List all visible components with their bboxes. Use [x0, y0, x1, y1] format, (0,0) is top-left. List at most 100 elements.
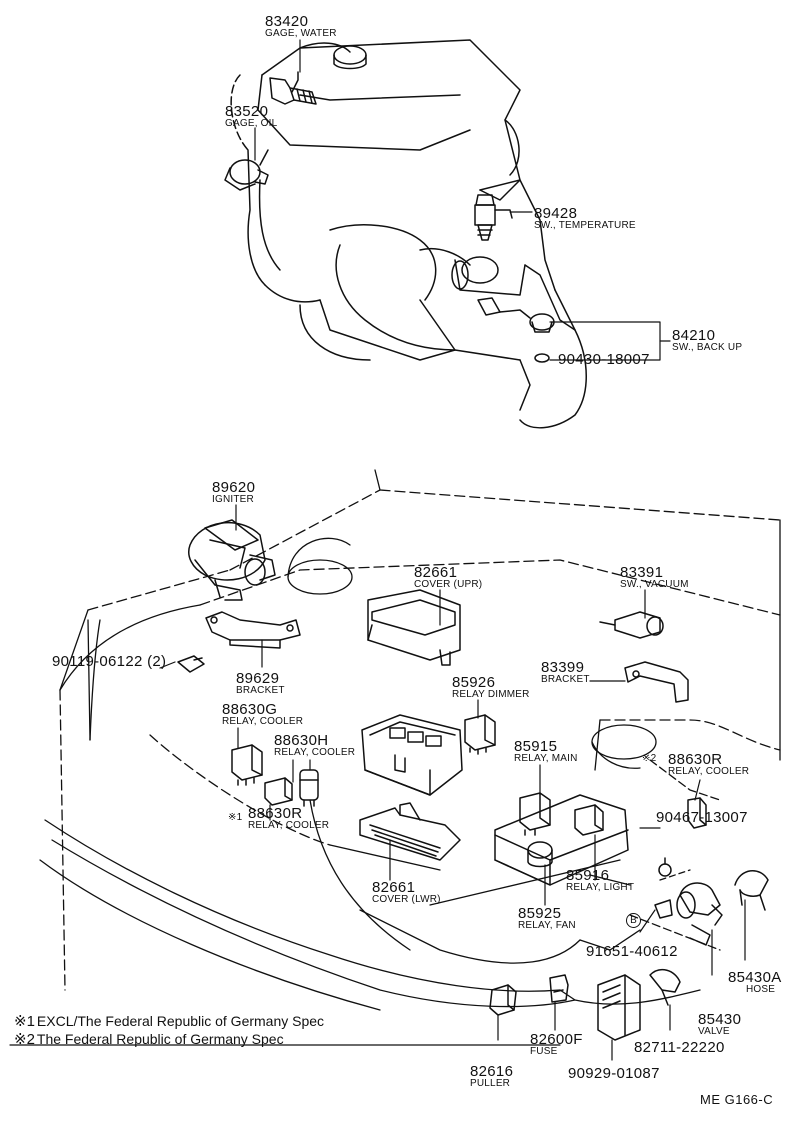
part-number: 90467-13007 — [656, 809, 748, 826]
fuse-box-drawing — [597, 974, 641, 1041]
part-number: 88630R — [248, 805, 303, 822]
part-number: 85926 — [452, 674, 496, 691]
relay-block-drawing — [494, 794, 629, 886]
cover-lower-drawing — [359, 802, 461, 861]
part-description: GAGE, OIL — [225, 118, 278, 129]
part-82711: 82711-22220 — [634, 1040, 725, 1055]
part-description: RELAY, COOLER — [248, 820, 330, 831]
part-number: 88630G — [222, 701, 278, 718]
diagram-code: ME G166-C — [700, 1092, 774, 1107]
vacuum-switch-drawing — [599, 611, 664, 639]
part-number: 83391 — [620, 564, 664, 581]
part-number: 88630H — [274, 732, 329, 749]
part-description: FUSE — [530, 1046, 558, 1057]
part-82661-lower: 82661 COVER (LWR) — [372, 880, 441, 905]
part-90119: 90119-06122 (2) — [52, 654, 166, 669]
part-number: 82616 — [470, 1063, 514, 1080]
part-89620: 89620 IGNITER — [212, 480, 255, 505]
note-2-mark: ※2 — [14, 1031, 35, 1048]
part-88630r-lower: 88630R RELAY, COOLER — [248, 806, 329, 831]
part-number: 89428 — [534, 205, 578, 222]
part-number: 90430-18007 — [558, 351, 650, 368]
star1-mark-relay: ※1 — [228, 808, 242, 824]
part-description: COVER (LWR) — [372, 894, 441, 905]
part-description: RELAY, FAN — [518, 920, 576, 931]
part-number: 83399 — [541, 659, 585, 676]
part-83420: 83420 GAGE, WATER — [265, 14, 337, 39]
part-number: 82661 — [414, 564, 458, 581]
part-82616: 82616 PULLER — [470, 1064, 513, 1089]
clamp-90467-drawing — [658, 857, 672, 877]
star1-mark: ※1 — [228, 812, 243, 823]
igniter-drawing — [188, 519, 276, 601]
water-gage-sender — [269, 71, 317, 105]
part-number: 82661 — [372, 879, 416, 896]
puller-drawing — [489, 984, 517, 1016]
part-number: 84210 — [672, 327, 716, 344]
valve-hose-drawing — [676, 870, 769, 946]
part-description: IGNITER — [212, 494, 254, 505]
part-88630h: 88630H RELAY, COOLER — [274, 733, 355, 758]
part-83391: 83391 SW., VACUUM — [620, 565, 689, 590]
part-description: VALVE — [698, 1026, 730, 1037]
part-83520: 83520 GAGE, OIL — [225, 104, 277, 129]
relay-box-drawing — [361, 714, 463, 796]
part-number: 85430A — [728, 969, 782, 986]
part-description: RELAY, MAIN — [514, 753, 578, 764]
part-84210: 84210 SW., BACK UP — [672, 328, 742, 353]
part-description: RELAY DIMMER — [452, 689, 530, 700]
part-88630g: 88630G RELAY, COOLER — [222, 702, 303, 727]
relay-dimmer-drawing — [464, 714, 496, 755]
lower-leader-lines — [159, 504, 746, 1061]
part-85430a: 85430A HOSE — [728, 970, 782, 995]
bolt-91651-drawing — [654, 899, 673, 919]
relay-cooler-g-drawing — [231, 744, 263, 786]
part-number: 85915 — [514, 738, 558, 755]
part-description: RELAY, COOLER — [274, 747, 356, 758]
relay-light-drawing — [574, 804, 604, 836]
part-91651: 91651-40612 — [586, 944, 678, 959]
part-85916: 85916 RELAY, LIGHT — [566, 868, 634, 893]
part-85926: 85926 RELAY DIMMER — [452, 675, 530, 700]
part-90929: 90929-01087 — [568, 1066, 660, 1081]
part-description: RELAY, COOLER — [222, 716, 304, 727]
part-description: HOSE — [746, 984, 776, 995]
engine-block-drawing — [230, 39, 587, 429]
part-description: GAGE, WATER — [265, 28, 337, 39]
part-number: 91651-40612 — [586, 943, 678, 960]
relay-cooler-h-drawing — [299, 769, 319, 807]
part-number: 89629 — [236, 670, 280, 687]
part-90430: 90430-18007 — [558, 352, 650, 367]
bracket-89629-drawing — [205, 611, 301, 649]
part-89428: 89428 SW., TEMPERATURE — [534, 206, 636, 231]
part-number: 88630R — [668, 751, 723, 768]
part-description: BRACKET — [541, 674, 590, 685]
clamp-82711-drawing — [649, 968, 681, 1006]
part-description: SW., BACK UP — [672, 342, 743, 353]
part-number: 90929-01087 — [568, 1065, 660, 1082]
part-number: 90119-06122 (2) — [52, 653, 167, 670]
note-2-text: The Federal Republic of Germany Spec — [36, 1031, 284, 1047]
part-number: 85925 — [518, 905, 562, 922]
part-85430: 85430 VALVE — [698, 1012, 741, 1037]
bolt-90119-drawing — [177, 655, 205, 673]
part-82600f: 82600F FUSE — [530, 1032, 583, 1057]
part-82661-upper: 82661 COVER (UPR) — [414, 565, 482, 590]
fuse-drawing — [549, 974, 569, 1003]
upper-leader-lines — [254, 39, 671, 361]
part-83399: 83399 BRACKET — [541, 660, 590, 685]
part-89629: 89629 BRACKET — [236, 671, 285, 696]
part-number: 89620 — [212, 479, 256, 496]
part-description: SW., VACUUM — [620, 579, 689, 590]
relay-fan-drawing — [527, 841, 553, 868]
part-description: SW., TEMPERATURE — [534, 220, 636, 231]
bracket-83399-drawing — [624, 661, 689, 703]
temperature-switch — [474, 194, 513, 241]
part-85925: 85925 RELAY, FAN — [518, 906, 576, 931]
back-up-switch — [477, 297, 555, 363]
b-circle-mark: B — [626, 913, 641, 928]
note-1-mark: ※1 — [14, 1013, 35, 1030]
part-number: 82711-22220 — [634, 1039, 725, 1056]
